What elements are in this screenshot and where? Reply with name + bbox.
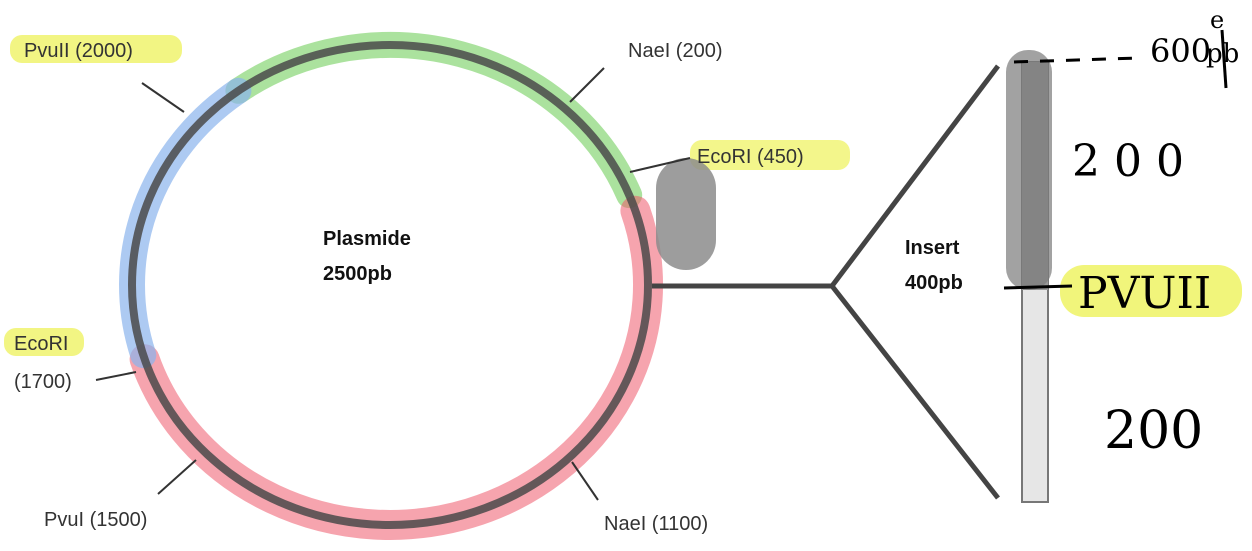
site-label-nael-1100: NaeI (1100)	[604, 513, 708, 535]
insert-title: Insert	[905, 237, 960, 259]
site-label-pvuii-2000: PvuII (2000)	[24, 40, 133, 62]
pvui-1500-leader	[157, 459, 197, 495]
highlight-ecori-1700	[4, 328, 84, 356]
site-label-pvui-1500: PvuI (1500)	[44, 509, 147, 531]
nael-200-leader	[569, 67, 605, 103]
handwritten-lower-200: 200	[1104, 401, 1203, 461]
ecori-1700-leader	[95, 371, 137, 381]
expansion-line-top	[830, 64, 1000, 288]
expansion-line-bottom	[830, 284, 1000, 500]
red-highlight-arc	[129, 195, 664, 540]
site-label-ecori-1700-name: EcoRI	[14, 333, 68, 355]
blue-highlight-arc	[119, 77, 252, 369]
pvuii-cut-line	[1003, 284, 1073, 290]
handwritten-upper-200: 2 0 0	[1072, 136, 1184, 187]
pvuii-cut-mark	[1220, 29, 1228, 89]
green-highlight-arc	[225, 32, 643, 209]
handwritten-pvuii: PVUII	[1078, 268, 1211, 319]
site-label-ecori-450: EcoRI (450)	[697, 146, 804, 168]
site-label-ecori-1700-position: (1700)	[14, 371, 72, 393]
handwritten-600: 600	[1150, 32, 1211, 70]
handwritten-superscript-e: e	[1210, 6, 1224, 34]
nael-1100-leader	[571, 461, 599, 501]
pvuii-leader	[141, 82, 185, 113]
highlight-pvuii	[10, 35, 182, 63]
site-label-nael-200: NaeI (200)	[628, 40, 723, 62]
ecori-450-leader	[629, 157, 691, 173]
top-dashed-line	[1013, 56, 1139, 64]
highlight-ecori-450	[690, 140, 850, 170]
plasmid-circle	[128, 41, 652, 529]
gray-highlight-blob	[656, 158, 716, 270]
handwritten-subscript-pb: pb	[1206, 39, 1239, 69]
plasmid-size: 2500pb	[323, 263, 392, 285]
plasmid-title: Plasmide	[323, 228, 411, 250]
insert-size: 400pb	[905, 272, 963, 294]
insert-gray-highlight	[1006, 50, 1052, 290]
highlight-pvuii-handwritten	[1060, 265, 1242, 317]
